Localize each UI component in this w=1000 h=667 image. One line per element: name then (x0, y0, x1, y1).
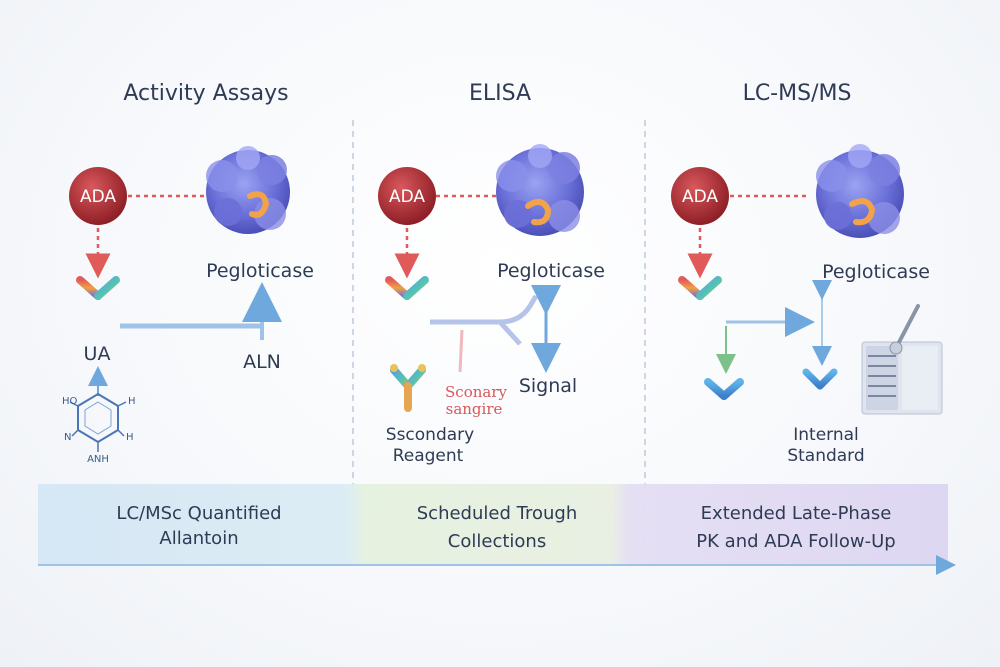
chemical-structure-icon (69, 392, 127, 452)
column-activity-assays: ADA Pegloticase UA ALN (62, 146, 314, 465)
pegloticase-label: Pegloticase (497, 260, 605, 282)
ada-label: ADA (682, 187, 718, 207)
internal-standard-label-2: Standard (787, 446, 864, 466)
secondary-reagent-label-2: Reagent (393, 446, 464, 466)
band-1-line-2: Allantoin (159, 528, 238, 549)
mass-spectrometer-icon (861, 304, 943, 415)
chem-label-bl: N (64, 432, 71, 443)
antibody-icon (678, 276, 722, 330)
pegloticase-label: Pegloticase (822, 261, 930, 283)
band-3-line-2: PK and ADA Follow-Up (696, 531, 895, 552)
timeline-band: LC/MSc Quantified Allantoin Scheduled Tr… (38, 484, 956, 575)
band-3-line-1: Extended Late-Phase (701, 503, 892, 524)
column-lc-ms-ms: ADA Pegloticase (671, 144, 943, 466)
secondary-red-label-1: Sconary (445, 383, 507, 401)
pegloticase-label: Pegloticase (206, 260, 314, 282)
ada-bead (378, 167, 436, 225)
header-elisa: ELISA (469, 81, 531, 106)
ua-label: UA (84, 343, 111, 365)
internal-standard-label-1: Internal (793, 425, 859, 445)
band-1-line-1: LC/MSc Quantified (116, 503, 281, 524)
ada-label: ADA (389, 187, 425, 207)
band-2-line-1: Scheduled Trough (417, 503, 577, 524)
timeline-band-bg (38, 484, 948, 564)
captured-antibody-icon (704, 378, 744, 426)
chem-label-tr: H (128, 396, 136, 407)
chem-label-br: H (126, 432, 134, 443)
antibody-icon (76, 276, 120, 330)
signal-label: Signal (519, 375, 577, 397)
chem-label-bottom: ANH (87, 454, 109, 465)
reagent-link (458, 329, 464, 373)
reagent-path (498, 320, 522, 346)
ada-label: ADA (80, 187, 116, 207)
secondary-red-label-2: sangire (446, 400, 503, 418)
binding-path (430, 294, 539, 325)
antibody-icon (385, 276, 429, 330)
secondary-reagent-label-1: Sscondary (386, 425, 474, 445)
band-2-line-2: Collections (448, 531, 546, 552)
pegloticase-protein-icon (496, 144, 584, 236)
pegloticase-protein-icon (816, 144, 904, 238)
internal-standard-antibody-icon (802, 368, 838, 412)
pegloticase-protein-icon (206, 146, 290, 234)
column-elisa: ADA Pegloticase Sconary (378, 144, 605, 466)
aln-label: ALN (243, 351, 281, 373)
ada-bead (671, 167, 729, 225)
ada-bead (69, 167, 127, 225)
chem-label-tl: HO (62, 396, 78, 407)
header-lc-ms-ms: LC-MS/MS (743, 81, 852, 106)
header-activity-assays: Activity Assays (123, 81, 288, 106)
secondary-antibody-icon (390, 364, 426, 412)
